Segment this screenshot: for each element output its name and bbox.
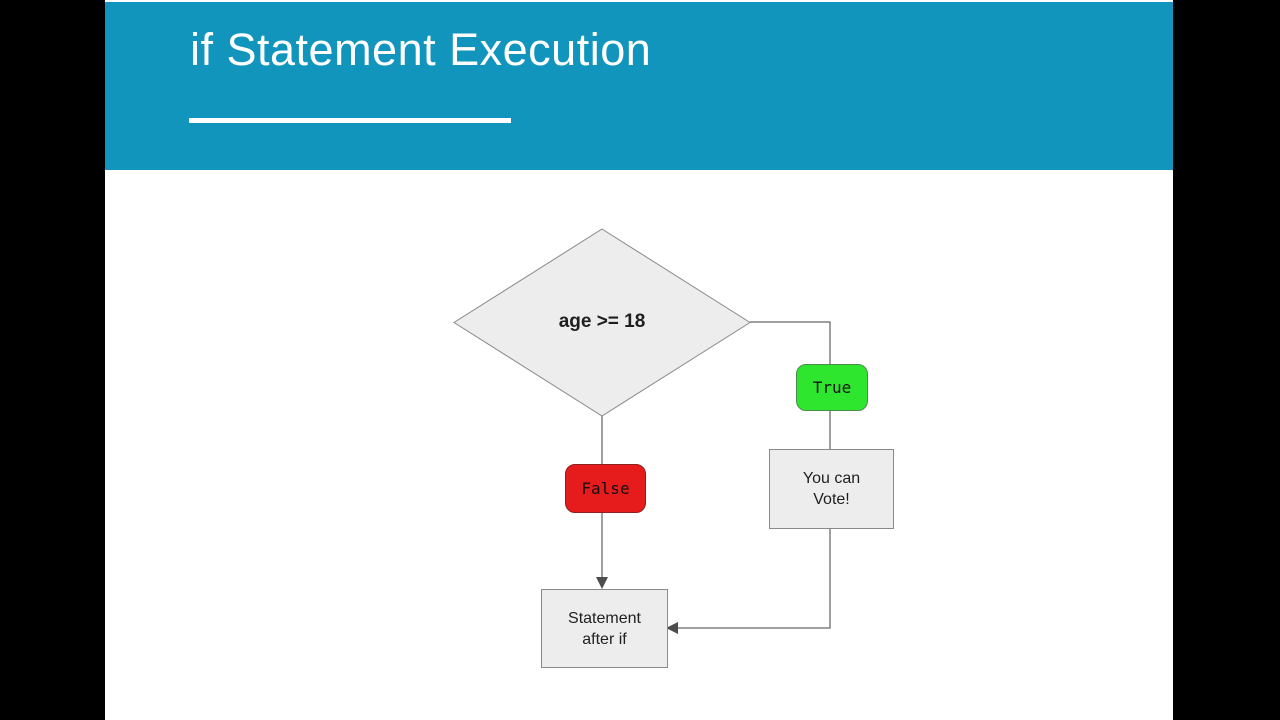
title-underline [189, 118, 511, 123]
arrowhead-down-icon [596, 577, 608, 589]
statement-after-if-node: Statement after if [541, 589, 668, 668]
slide-header: if Statement Execution [105, 2, 1173, 170]
vote-node-line1: You can [802, 470, 861, 487]
slide-canvas: if Statement Execution age >= 18 True Fa… [105, 0, 1173, 720]
statement-node-line1: Statement [568, 609, 641, 627]
flowchart [453, 228, 831, 634]
merge-connector [670, 528, 831, 629]
decision-diamond [453, 228, 751, 417]
false-branch-badge: False [565, 464, 646, 513]
true-branch-badge: True [796, 364, 868, 411]
arrowhead-left-icon [666, 622, 678, 634]
vote-node: You can Vote! [769, 449, 894, 529]
statement-node-line2: after if [582, 630, 627, 648]
vote-node-line2: Vote! [813, 491, 850, 508]
page-title: if Statement Execution [190, 24, 652, 75]
condition-label: age >= 18 [558, 311, 646, 332]
